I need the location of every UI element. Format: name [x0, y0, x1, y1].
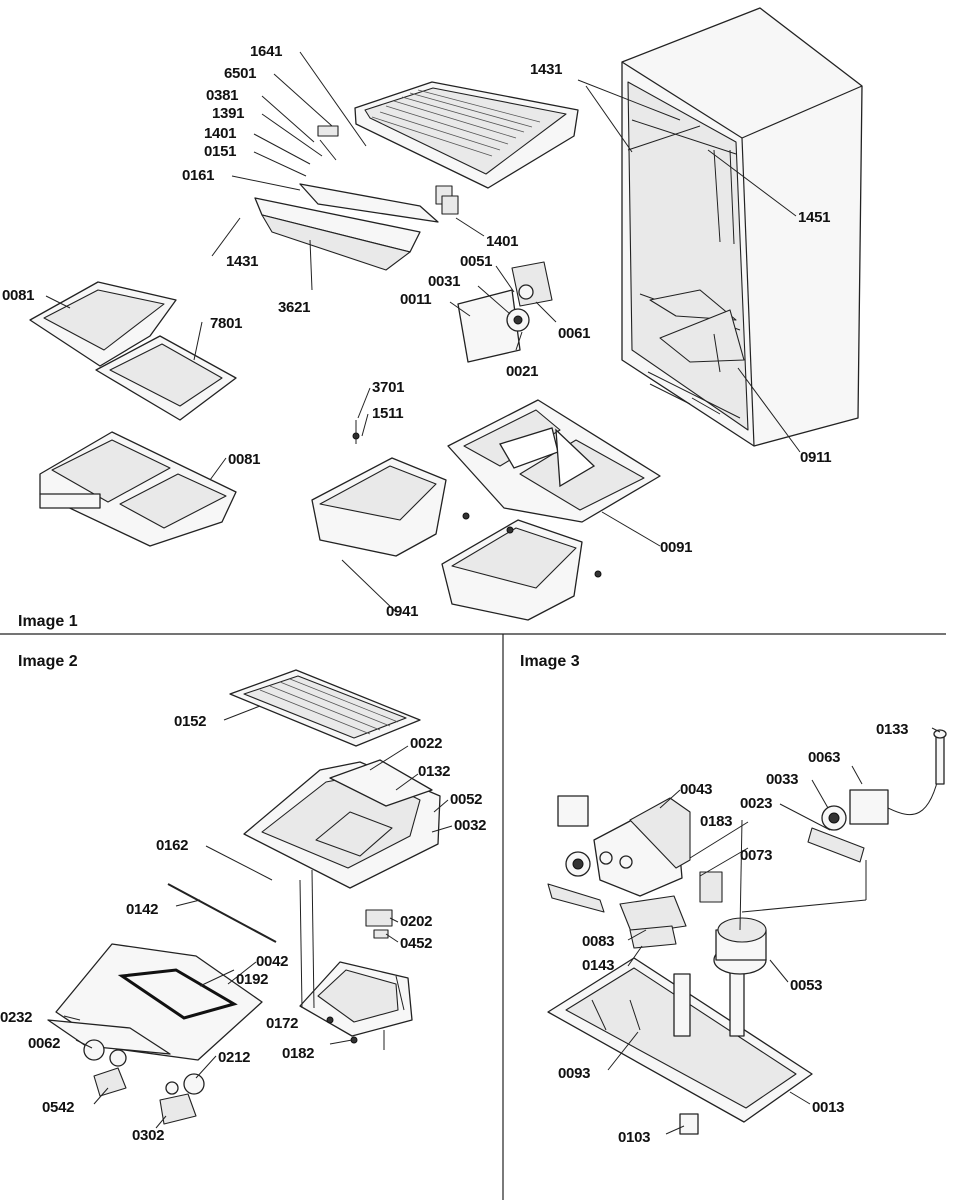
- panel-title-image3: Image 3: [520, 653, 580, 670]
- callout-0143: 0143: [582, 957, 614, 974]
- callout-0941: 0941: [386, 603, 418, 620]
- callout-0061: 0061: [558, 325, 590, 342]
- callout-0142: 0142: [126, 901, 158, 918]
- callout-0042: 0042: [256, 953, 288, 970]
- callout-0232: 0232: [0, 1009, 32, 1026]
- callout-0202: 0202: [400, 913, 432, 930]
- callout-7801: 7801: [210, 315, 242, 332]
- callout-0093: 0093: [558, 1065, 590, 1082]
- callout-1451: 1451: [798, 209, 830, 226]
- callout-3621: 3621: [278, 299, 310, 316]
- callout-0023: 0023: [740, 795, 772, 812]
- callout-0091: 0091: [660, 539, 692, 556]
- callout-0151: 0151: [204, 143, 236, 160]
- callout-1511: 1511: [372, 405, 403, 422]
- callout-0062: 0062: [28, 1035, 60, 1052]
- callout-0183: 0183: [700, 813, 732, 830]
- callout-0172: 0172: [266, 1015, 298, 1032]
- callout-0911: 0911: [800, 449, 831, 466]
- callout-0013: 0013: [812, 1099, 844, 1116]
- callout-0452: 0452: [400, 935, 432, 952]
- callout-0031: 0031: [428, 273, 460, 290]
- callout-0103: 0103: [618, 1129, 650, 1146]
- callout-0133: 0133: [876, 721, 908, 738]
- callout-0542: 0542: [42, 1099, 74, 1116]
- callout-0182: 0182: [282, 1045, 314, 1062]
- callout-0212: 0212: [218, 1049, 250, 1066]
- callout-0052: 0052: [450, 791, 482, 808]
- callout-6501: 6501: [224, 65, 256, 82]
- callout-0192: 0192: [236, 971, 268, 988]
- callout-0381: 0381: [206, 87, 238, 104]
- panel-title-image2: Image 2: [18, 653, 78, 670]
- callout-1401-a: 1401: [204, 125, 236, 142]
- callout-0083: 0083: [582, 933, 614, 950]
- callout-1641: 1641: [250, 43, 282, 60]
- callout-0022: 0022: [410, 735, 442, 752]
- callout-0132: 0132: [418, 763, 450, 780]
- image3-drawing: [547, 727, 947, 1135]
- callout-0033: 0033: [766, 771, 798, 788]
- callout-1431-a: 1431: [226, 253, 258, 270]
- callout-0032: 0032: [454, 817, 486, 834]
- callout-0051: 0051: [460, 253, 492, 270]
- callout-0152: 0152: [174, 713, 206, 730]
- callout-0302: 0302: [132, 1127, 164, 1144]
- callout-0053: 0053: [790, 977, 822, 994]
- callout-0162: 0162: [156, 837, 188, 854]
- callout-0081-a: 0081: [2, 287, 34, 304]
- callout-0063: 0063: [808, 749, 840, 766]
- callout-0081-b: 0081: [228, 451, 260, 468]
- callout-3701: 3701: [372, 379, 404, 396]
- callout-1401-b: 1401: [486, 233, 518, 250]
- callout-0021: 0021: [506, 363, 538, 380]
- panel-title-image1: Image 1: [18, 613, 78, 630]
- image2-drawing: [47, 669, 453, 1129]
- image1-drawing: [29, 7, 863, 621]
- callout-0011: 0011: [400, 291, 431, 308]
- callout-0043: 0043: [680, 781, 712, 798]
- callout-0073: 0073: [740, 847, 772, 864]
- callout-0161: 0161: [182, 167, 214, 184]
- callout-1431-b: 1431: [530, 61, 562, 78]
- callout-1391: 1391: [212, 105, 244, 122]
